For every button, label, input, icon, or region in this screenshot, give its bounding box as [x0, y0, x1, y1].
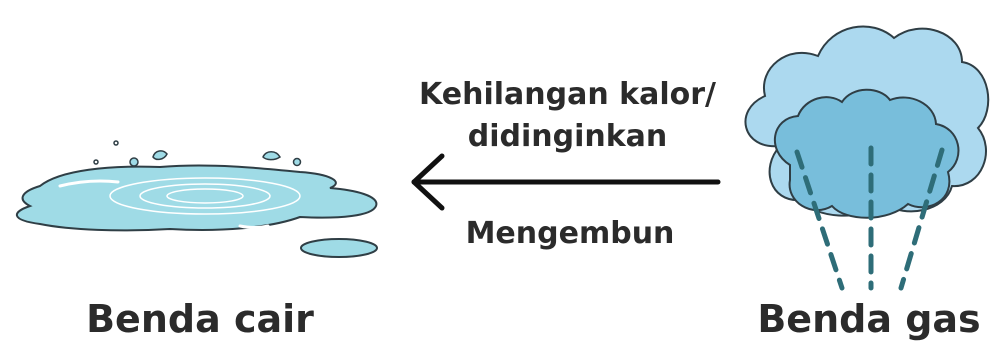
ripple-middle — [139, 183, 271, 209]
splash-droplet — [93, 159, 99, 165]
rain-streak-left — [794, 149, 845, 291]
puddle-illustration — [16, 140, 378, 258]
splash-droplet — [152, 150, 168, 161]
arrow-head — [411, 153, 445, 211]
small-puddle — [300, 238, 378, 258]
ripple-inner — [166, 188, 244, 204]
splash-droplet — [113, 140, 119, 146]
process-line-1: Kehilangan kalor/ — [419, 77, 716, 112]
liquid-label: Benda cair — [86, 297, 314, 341]
splash-droplet — [262, 151, 281, 161]
rain-streak-right — [898, 147, 945, 291]
splash-droplet — [129, 157, 139, 167]
gas-label: Benda gas — [757, 297, 981, 341]
ripple-outer — [109, 177, 301, 215]
process-name: Mengembun — [465, 216, 675, 251]
highlight — [58, 179, 120, 188]
cloud-front — [773, 88, 960, 219]
process-description: Kehilangan kalor/ didinginkan — [395, 74, 740, 158]
highlight — [238, 224, 270, 229]
splash-droplet — [292, 157, 302, 167]
process-line-2: didinginkan — [467, 119, 668, 154]
